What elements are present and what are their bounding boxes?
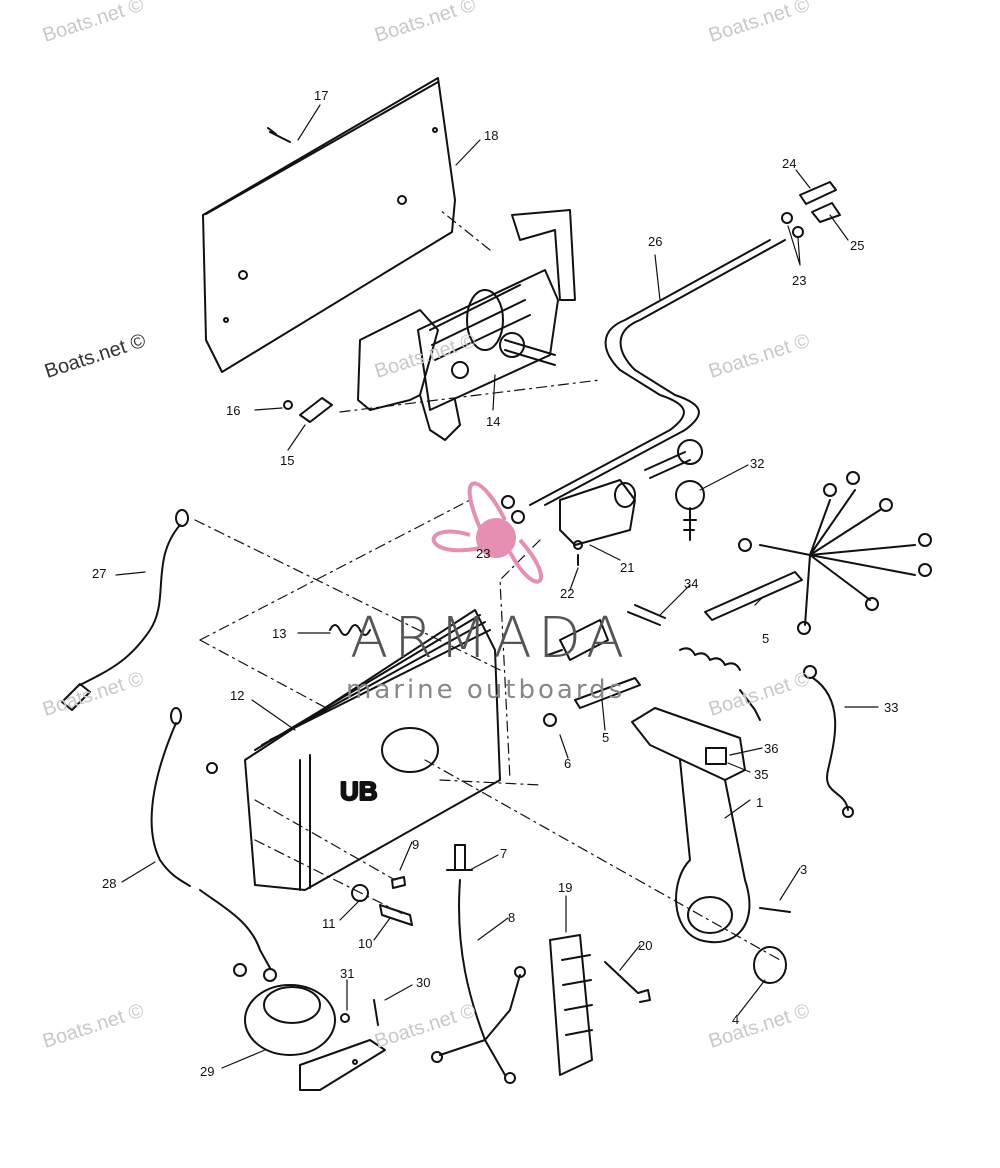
assembly-line: [194, 519, 501, 671]
callout-4: 4: [732, 1012, 739, 1027]
brand-name: ARMADA: [350, 606, 631, 671]
washer-11: [351, 884, 369, 902]
assembly-line: [424, 759, 781, 961]
backing-plate-18: [202, 77, 456, 373]
callout-33: 33: [884, 700, 898, 715]
brand-tagline: marine outboards: [346, 675, 626, 705]
knob-4: [753, 946, 787, 984]
callout-3: 3: [800, 862, 807, 877]
callout-18: 18: [484, 128, 498, 143]
callout-9: 9: [412, 837, 419, 852]
callout-5: 5: [762, 631, 769, 646]
nut-16-and-bracket-15: [283, 397, 333, 423]
callout-28: 28: [102, 876, 116, 891]
cable-ends-24-25: [781, 181, 841, 238]
terminal-block-19: [549, 934, 593, 1076]
callout-22: 22: [560, 586, 574, 601]
callout-10: 10: [358, 936, 372, 951]
callout-23-b: 23: [476, 546, 490, 561]
callout-6: 6: [564, 756, 571, 771]
pin-3: [759, 907, 791, 913]
callout-12: 12: [230, 688, 244, 703]
callout-21: 21: [620, 560, 634, 575]
control-mechanism-14: [357, 209, 576, 441]
ignition-switch-21: [559, 479, 636, 550]
assembly-line: [254, 799, 396, 881]
callout-34: 34: [684, 576, 698, 591]
wire-lead-28: [150, 707, 277, 982]
housing-logo-label: UB: [340, 776, 378, 806]
callout-35: 35: [754, 767, 768, 782]
nut-23: [501, 495, 515, 509]
rod-5: [574, 677, 641, 709]
callout-13: 13: [272, 626, 286, 641]
screw-17: [267, 127, 291, 143]
callout-30: 30: [416, 975, 430, 990]
assembly-line: [199, 639, 331, 711]
assembly-line: [199, 499, 471, 641]
assembly-line: [254, 839, 406, 916]
callout-11: 11: [322, 916, 336, 931]
callout-36: 36: [764, 741, 778, 756]
control-cables-26: [529, 239, 786, 506]
screw-30: [373, 999, 379, 1026]
wiring-harness: [738, 471, 932, 635]
bolt-10: [379, 904, 413, 926]
assembly-line: [339, 379, 601, 413]
screw-31: [340, 1013, 350, 1023]
lanyard-34: [627, 604, 761, 721]
wire-lead-33: [803, 665, 854, 818]
screw-9: [391, 876, 406, 889]
callout-29: 29: [200, 1064, 214, 1079]
callout-14: 14: [486, 414, 500, 429]
washer-6: [543, 713, 557, 727]
callout-8: 8: [508, 910, 515, 925]
screw-20: [604, 961, 651, 1003]
callout-26: 26: [648, 234, 662, 249]
wire-lead-27: [61, 509, 189, 711]
neutral-switch: [547, 619, 609, 661]
callout-17: 17: [314, 88, 328, 103]
callout-5-b: 5: [602, 730, 609, 745]
callout-31: 31: [340, 966, 354, 981]
assembly-line: [439, 209, 491, 251]
callout-20: 20: [638, 938, 652, 953]
control-handle-1: [631, 707, 751, 944]
armada-logo: [431, 481, 543, 584]
callout-19: 19: [558, 880, 572, 895]
callout-24: 24: [782, 156, 796, 171]
control-housing-12: UB: [244, 609, 501, 891]
rod-5-b: [704, 571, 803, 621]
ignition-keys-32: [644, 439, 705, 541]
callout-1: 1: [756, 795, 763, 810]
callout-15: 15: [280, 453, 294, 468]
callout-23: 23: [792, 273, 806, 288]
nut-23-b: [511, 510, 525, 524]
callout-32: 32: [750, 456, 764, 471]
spring-13: [329, 624, 371, 636]
throttle-cable-7-8: [431, 844, 526, 1084]
callout-25: 25: [850, 238, 864, 253]
callout-labels: 17 18 24 25 23 26 16 14 15 32 21 23 22 2…: [92, 88, 898, 1079]
callout-16: 16: [226, 403, 240, 418]
warning-horn-29: [244, 984, 386, 1091]
callout-27: 27: [92, 566, 106, 581]
callout-7: 7: [500, 846, 507, 861]
assembly-line: [439, 779, 541, 786]
